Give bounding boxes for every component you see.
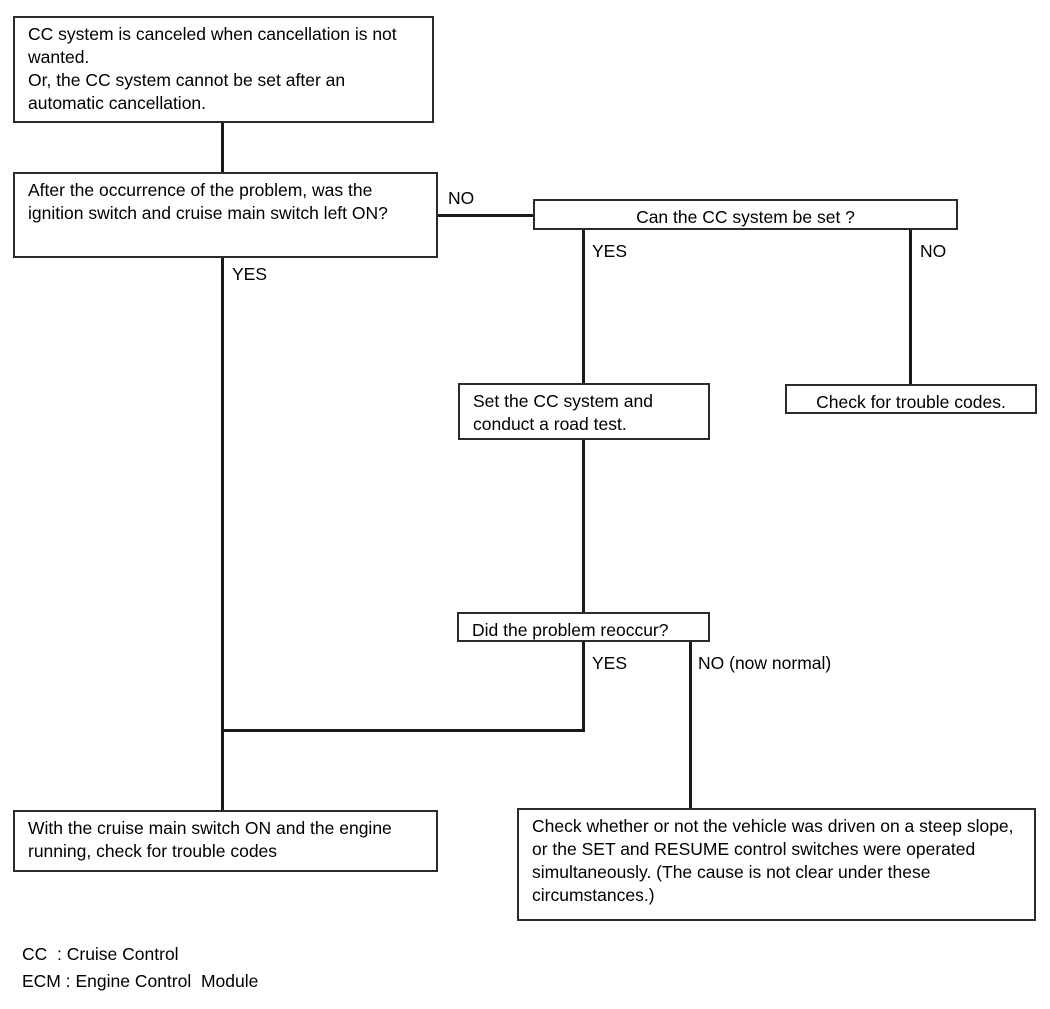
connector-question1-no-horizontal (437, 214, 535, 217)
edge-label-can-be-set-no: NO (920, 241, 947, 261)
edge-label-switches-left-on-no: NO (448, 188, 475, 208)
node-action-cruise-switch-on-check-codes[interactable]: With the cruise main switch ON and the e… (13, 810, 438, 872)
connector-roadtest-to-reoccur (582, 439, 585, 613)
node-action-cruise-switch-on-check-codes-text: With the cruise main switch ON and the e… (28, 818, 392, 861)
node-question-switches-left-on[interactable]: After the occurrence of the problem, was… (13, 172, 438, 258)
connector-reoccur-no-vertical (689, 639, 692, 809)
node-question-switches-left-on-text: After the occurrence of the problem, was… (28, 180, 388, 223)
connector-reoccur-yes-vertical (582, 639, 585, 732)
legend-row-ecm: ECM : Engine Control Module (22, 971, 259, 991)
edge-label-reoccur-no: NO (now normal) (698, 653, 832, 673)
connector-question1-yes-vertical (221, 257, 224, 810)
node-action-set-and-road-test[interactable]: Set the CC system and conduct a road tes… (458, 383, 710, 440)
node-action-check-steep-slope[interactable]: Check whether or not the vehicle was dri… (517, 808, 1036, 921)
node-question-problem-reoccur[interactable]: Did the problem reoccur? (457, 612, 710, 642)
node-symptom[interactable]: CC system is canceled when cancellation … (13, 16, 434, 123)
node-action-check-steep-slope-text: Check whether or not the vehicle was dri… (532, 816, 1014, 905)
connector-reoccur-yes-horizontal (221, 729, 585, 732)
connector-canbeset-no-vertical (909, 229, 912, 385)
edge-label-can-be-set-yes: YES (592, 241, 628, 261)
edge-label-switches-left-on-yes: YES (232, 264, 268, 284)
node-action-check-trouble-codes-text: Check for trouble codes. (816, 392, 1006, 412)
legend-row-cc: CC : Cruise Control (22, 944, 179, 964)
node-action-check-trouble-codes[interactable]: Check for trouble codes. (785, 384, 1037, 414)
connector-symptom-to-question1 (221, 122, 224, 172)
node-symptom-text: CC system is canceled when cancellation … (28, 24, 397, 113)
node-action-set-and-road-test-text: Set the CC system and conduct a road tes… (473, 391, 653, 434)
connector-canbeset-yes-vertical (582, 229, 585, 384)
edge-label-reoccur-yes: YES (592, 653, 628, 673)
legend: CC : Cruise Control ECM : Engine Control… (22, 941, 258, 995)
node-question-can-be-set[interactable]: Can the CC system be set ? (533, 199, 958, 230)
node-question-can-be-set-text: Can the CC system be set ? (636, 207, 855, 227)
node-question-problem-reoccur-text: Did the problem reoccur? (472, 620, 669, 640)
